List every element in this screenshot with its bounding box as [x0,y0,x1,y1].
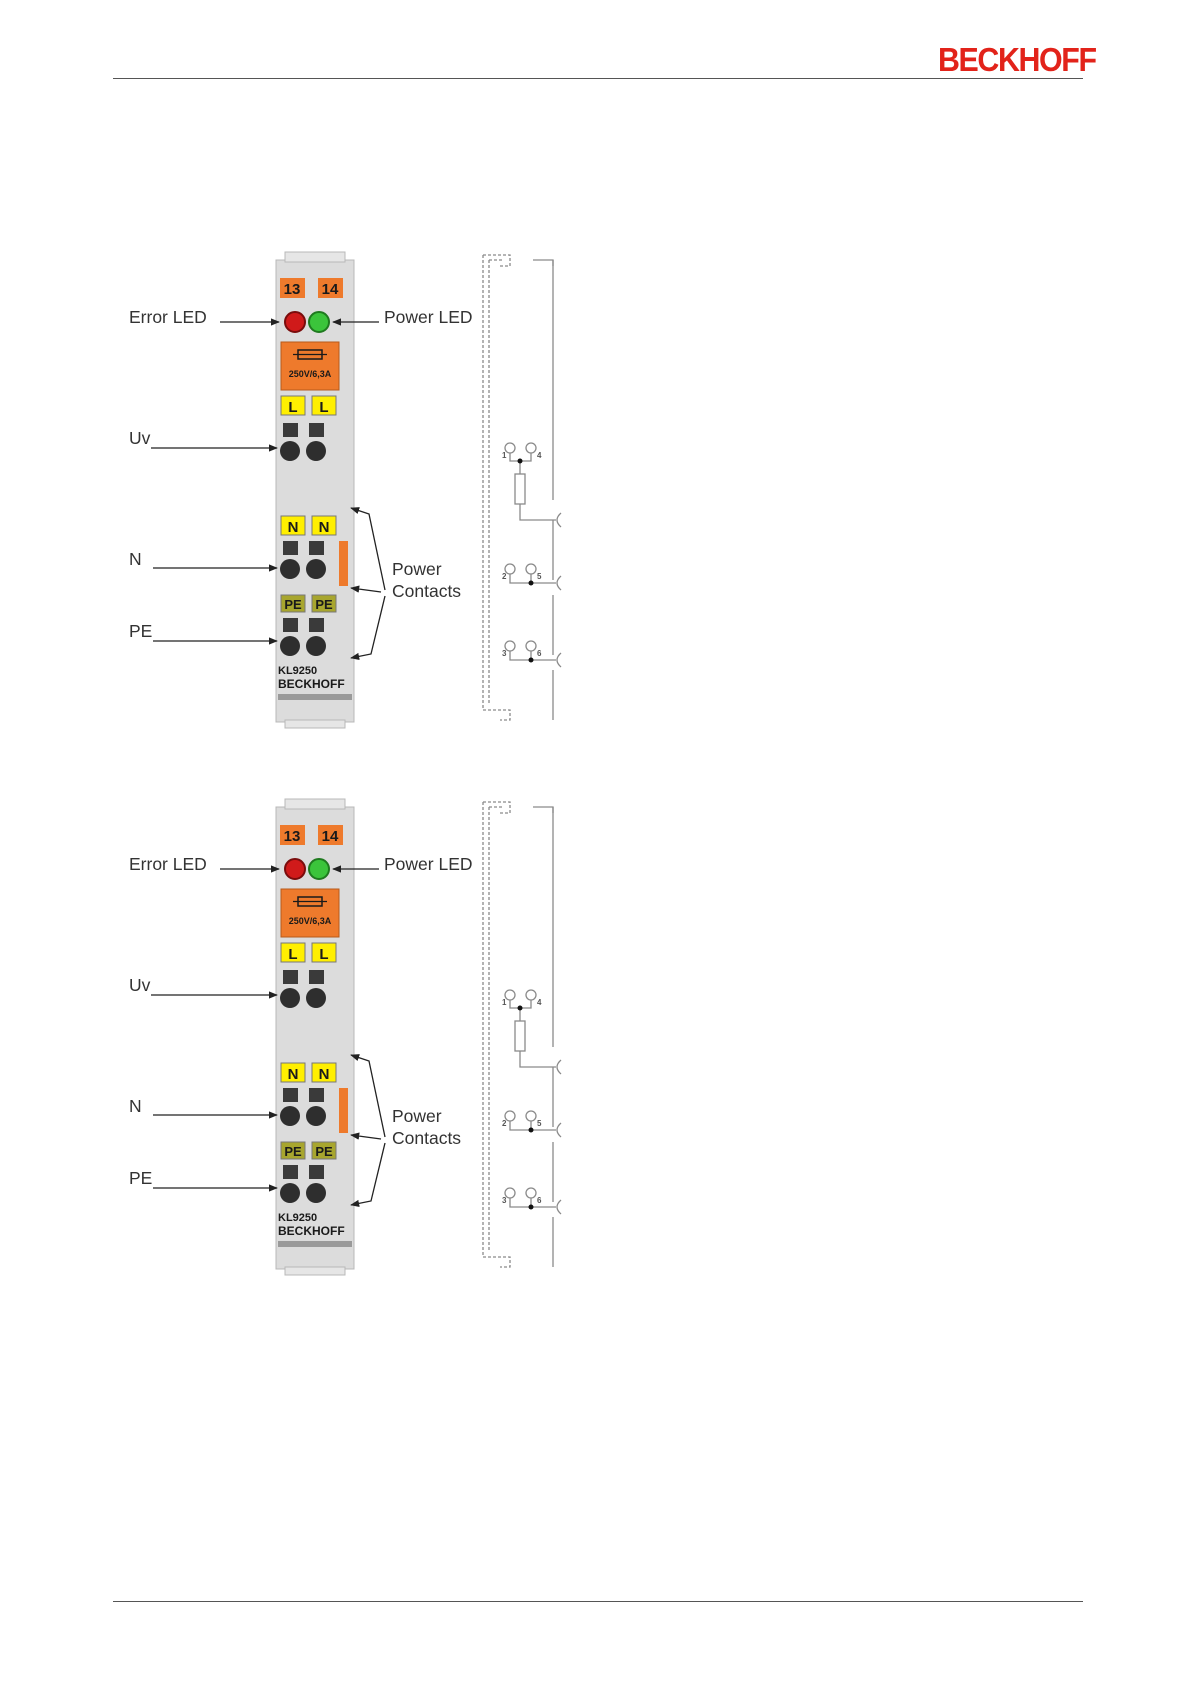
pe-label: PE [129,1168,152,1188]
pin-2: 2 [502,572,507,581]
fuse-rating: 250V/6,3A [289,916,332,926]
uv-wire-entry-right [306,441,326,461]
uv-label: Uv [129,975,151,995]
error-led-icon [285,859,305,879]
pin-4: 4 [537,451,542,460]
pin-6: 6 [537,649,542,658]
pe-wire-entry-right [306,636,326,656]
error-led-icon [285,312,305,332]
power-contacts-label-line2: Contacts [392,581,461,601]
orange-contact-strip [339,1088,348,1133]
pin-5: 5 [537,572,542,581]
pin-3: 3 [502,649,507,658]
l-label-left: L [288,946,297,963]
uv-wire-entry-right [306,988,326,1008]
power-led-label: Power LED [384,854,473,874]
number-left: 13 [284,281,301,298]
power-contacts-label-line2: Contacts [392,1128,461,1148]
terminal-brand: BECKHOFF [278,1224,345,1238]
number-right: 14 [322,281,339,298]
terminal-figure-1: 13 14 250V/6,3A L L N N PE PE KL9250 BEC [113,250,593,730]
schematic-diagram [483,255,561,720]
terminal-figure-2: 13 14 250V/6,3A L L N N PE PE KL9250 BEC [113,797,593,1277]
header-rule [113,78,1083,79]
power-led-icon [309,312,329,332]
n-label: N [129,1096,142,1116]
l-label-left: L [288,399,297,416]
pe-wire-entry-left [280,1183,300,1203]
pe-wire-entry-left [280,636,300,656]
pe-wire-entry-right [306,1183,326,1203]
uv-wire-entry-left [280,441,300,461]
terminal-brand: BECKHOFF [278,677,345,691]
model-label: KL9250 [278,665,317,677]
n-wire-entry-right [306,1106,326,1126]
pin-3: 3 [502,1196,507,1205]
beckhoff-logo: BECKHOFF [938,41,1096,79]
n-label: N [129,549,142,569]
number-right: 14 [322,828,339,845]
pin-2: 2 [502,1119,507,1128]
fuse-holder [281,889,339,937]
uv-wire-entry-left [280,988,300,1008]
n-wire-entry-right [306,559,326,579]
l-label-right: L [319,399,328,416]
error-led-label: Error LED [129,307,207,327]
pe-label-left: PE [284,597,302,612]
pe-label-left: PE [284,1144,302,1159]
pin-1: 1 [502,998,507,1007]
error-led-label: Error LED [129,854,207,874]
power-led-icon [309,859,329,879]
l-label-right: L [319,946,328,963]
pin-1: 1 [502,451,507,460]
n-label-right: N [319,519,330,536]
pe-label-right: PE [315,597,333,612]
n-wire-entry-left [280,559,300,579]
pe-label: PE [129,621,152,641]
orange-contact-strip [339,541,348,586]
schematic-diagram [483,802,561,1267]
uv-label: Uv [129,428,151,448]
terminal-block: 13 14 250V/6,3A L L N N PE PE KL9250 BEC [276,799,354,1275]
footer-rule [113,1601,1083,1602]
model-label: KL9250 [278,1212,317,1224]
power-contacts-label-line1: Power [392,559,442,579]
n-label-right: N [319,1066,330,1083]
number-left: 13 [284,828,301,845]
pin-6: 6 [537,1196,542,1205]
n-label-left: N [288,1066,299,1083]
n-label-left: N [288,519,299,536]
pe-label-right: PE [315,1144,333,1159]
n-wire-entry-left [280,1106,300,1126]
power-contacts-label-line1: Power [392,1106,442,1126]
fuse-rating: 250V/6,3A [289,369,332,379]
pin-4: 4 [537,998,542,1007]
terminal-block: 13 14 250V/6,3A L L N N PE PE KL9250 BEC [276,252,354,728]
fuse-holder [281,342,339,390]
power-led-label: Power LED [384,307,473,327]
pin-5: 5 [537,1119,542,1128]
